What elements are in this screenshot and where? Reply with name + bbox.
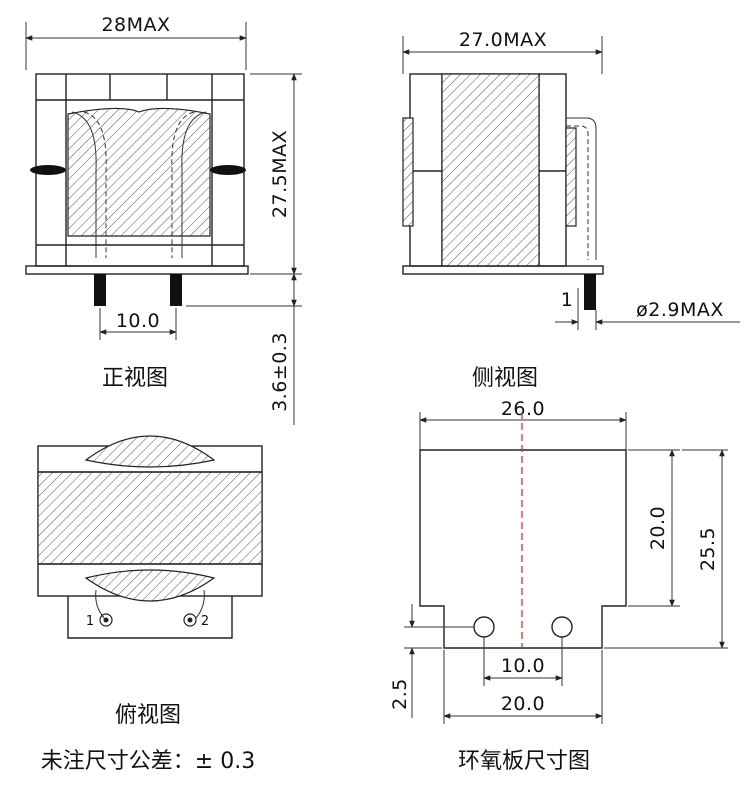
pcb-bottom-width-dim: 20.0 bbox=[501, 693, 545, 715]
side-view: 27.0MAX 1 ø2.9MAX 侧视图 bbox=[402, 29, 740, 391]
top-view: 1 2 俯视图 bbox=[37, 435, 263, 728]
pin-length-dim: 3.6±0.3 bbox=[269, 332, 291, 412]
side-width-dim: 27.0MAX bbox=[459, 29, 547, 51]
pcb-total-height-dim: 25.5 bbox=[697, 527, 719, 571]
front-view-caption: 正视图 bbox=[102, 366, 168, 391]
side-view-caption: 侧视图 bbox=[472, 366, 538, 391]
pin-spacing-dim: 10.0 bbox=[116, 310, 160, 332]
front-height-dim: 27.5MAX bbox=[269, 130, 291, 218]
front-width-dim: 28MAX bbox=[101, 14, 170, 36]
pcb-hole-spacing-dim: 10.0 bbox=[501, 655, 545, 677]
pcb-offset-dim: 2.5 bbox=[389, 678, 411, 710]
top-view-caption: 俯视图 bbox=[115, 703, 181, 728]
pin-diameter-dim: ø2.9MAX bbox=[636, 299, 724, 321]
front-view: 28MAX 10.0 27.5MAX bbox=[25, 14, 302, 425]
pcb-view-caption: 环氧板尺寸图 bbox=[458, 749, 590, 774]
pin-1-label: 1 bbox=[86, 614, 94, 629]
pcb-view: 26.0 20.0 25.5 10.0 20.0 2.5 环氧板尺寸图 bbox=[389, 398, 728, 774]
tolerance-note: 未注尺寸公差：± 0.3 bbox=[41, 749, 255, 774]
side-pin-offset-dim: 1 bbox=[561, 289, 574, 311]
pcb-inner-height-dim: 20.0 bbox=[647, 506, 669, 550]
pin-2-label: 2 bbox=[201, 614, 209, 629]
pcb-width-dim: 26.0 bbox=[501, 398, 545, 420]
